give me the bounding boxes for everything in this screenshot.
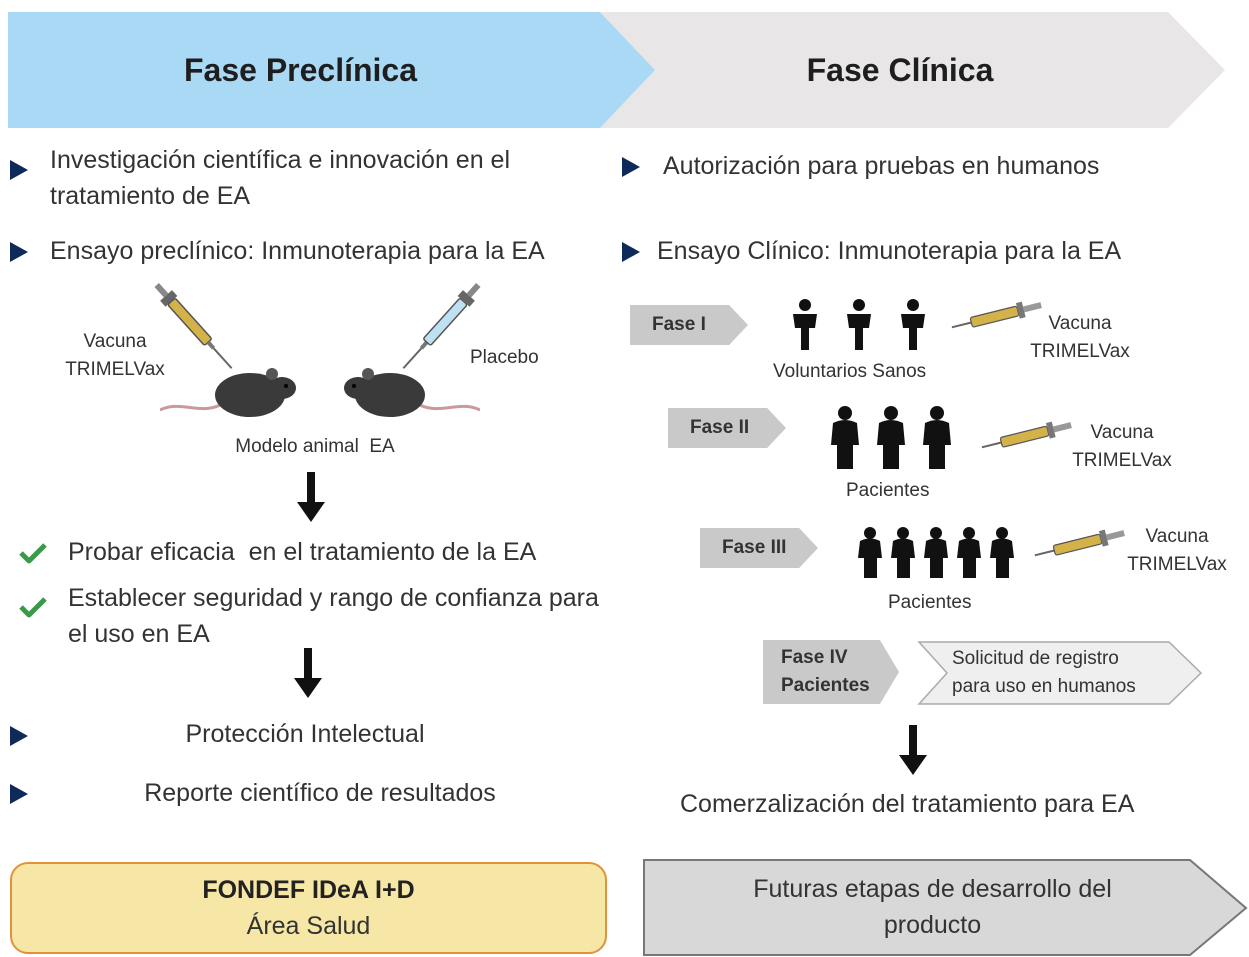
arrow-down-icon xyxy=(899,725,927,775)
patients-icon xyxy=(831,406,951,469)
syringe-icon xyxy=(951,301,1042,329)
phase-2-vaccine-line1: Vacuna xyxy=(1090,422,1154,443)
check-efficacy: Probar eficacia en el tratamiento de la … xyxy=(68,538,537,566)
registration-request: Solicitud de registro para uso en humano… xyxy=(952,645,1136,700)
phase-2-vaccine: Vacuna TRIMELVax xyxy=(1062,419,1182,474)
bullet-icon xyxy=(622,157,640,177)
vaccine-label-line2: TRIMELVax xyxy=(65,358,165,380)
check-icon xyxy=(19,543,47,564)
bullet-icon xyxy=(10,726,28,746)
arrow-down-icon xyxy=(297,472,325,522)
registration-request-line2: para uso en humanos xyxy=(952,675,1136,697)
placebo-label: Placebo xyxy=(470,347,539,368)
fondef-subtitle: Área Salud xyxy=(246,912,371,940)
phase-3-vaccine-line2: TRIMELVax xyxy=(1127,553,1227,575)
patients-icon xyxy=(858,527,1014,578)
fondef-box: FONDEF IDeA I+D Área Salud xyxy=(10,862,607,954)
phase-4-label: Fase IV xyxy=(781,647,848,668)
fondef-title: FONDEF IDeA I+D xyxy=(202,875,415,904)
syringe-vaccine-icon xyxy=(154,283,233,369)
vaccine-label-left: Vacuna TRIMELVax xyxy=(55,328,175,383)
syringe-icon xyxy=(981,421,1072,449)
header-banners xyxy=(8,12,1225,128)
left-bullet-research: Investigación científica e innovación en… xyxy=(50,146,511,211)
phase-2-vaccine-line2: TRIMELVax xyxy=(1072,449,1172,471)
bullet-icon xyxy=(622,242,640,262)
phase-1-vaccine-line2: TRIMELVax xyxy=(1030,340,1130,362)
commercialization-text: Comerzalización del tratamiento para EA xyxy=(680,790,1135,818)
bullet-icon xyxy=(10,242,28,262)
left-bullet-report: Reporte científico de resultados xyxy=(144,779,496,807)
phase-3-vaccine: Vacuna TRIMELVax xyxy=(1115,523,1239,578)
left-bullet-ip: Protección Intelectual xyxy=(185,720,425,748)
phase-2-tag: Fase II xyxy=(668,408,786,448)
phase-3-vaccine-line1: Vacuna xyxy=(1145,526,1209,547)
registration-request-line1: Solicitud de registro xyxy=(952,648,1119,669)
clinical-title: Fase Clínica xyxy=(806,51,994,88)
registration-request-shape xyxy=(917,641,1203,705)
right-bullet-authorization: Autorización para pruebas en humanos xyxy=(663,152,1100,180)
arrow-down-icon xyxy=(294,648,322,698)
phase-3-tag: Fase III xyxy=(700,528,818,568)
future-stages-shape xyxy=(643,859,1248,956)
check-icon xyxy=(19,597,47,618)
bullet-icon xyxy=(10,160,28,180)
phase-4-tag: Fase IV Pacientes xyxy=(763,640,899,704)
vaccine-label-line1: Vacuna xyxy=(83,331,147,352)
healthy-volunteers-icon xyxy=(793,299,925,350)
phase-3-group: Pacientes xyxy=(888,592,972,613)
syringe-icon xyxy=(1034,529,1125,557)
right-bullet-clinical-trial: Ensayo Clínico: Inmunoterapia para la EA xyxy=(657,237,1122,265)
bullet-icon xyxy=(10,784,28,804)
phase-1-group: Voluntarios Sanos xyxy=(773,361,927,382)
clinical-banner xyxy=(600,12,1225,128)
phase-4-group: Pacientes xyxy=(781,675,870,696)
animal-model-label: Modelo animal EA xyxy=(235,436,395,457)
left-bullet-preclinical-trial: Ensayo preclínico: Inmunoterapia para la… xyxy=(50,237,545,265)
phase-1-tag: Fase I xyxy=(630,305,748,345)
phase-1-vaccine-line1: Vacuna xyxy=(1048,313,1112,334)
syringe-placebo-icon xyxy=(402,283,481,369)
check-safety: Establecer seguridad y rango de confianz… xyxy=(68,584,599,649)
preclinical-banner xyxy=(8,12,655,128)
phase-2-group: Pacientes xyxy=(846,480,930,501)
preclinical-title: Fase Preclínica xyxy=(183,51,418,88)
future-stages-text: Futuras etapas de desarrollo del product… xyxy=(753,875,1112,940)
mice-icon xyxy=(160,368,480,417)
phase-1-vaccine: Vacuna TRIMELVax xyxy=(1020,310,1140,365)
